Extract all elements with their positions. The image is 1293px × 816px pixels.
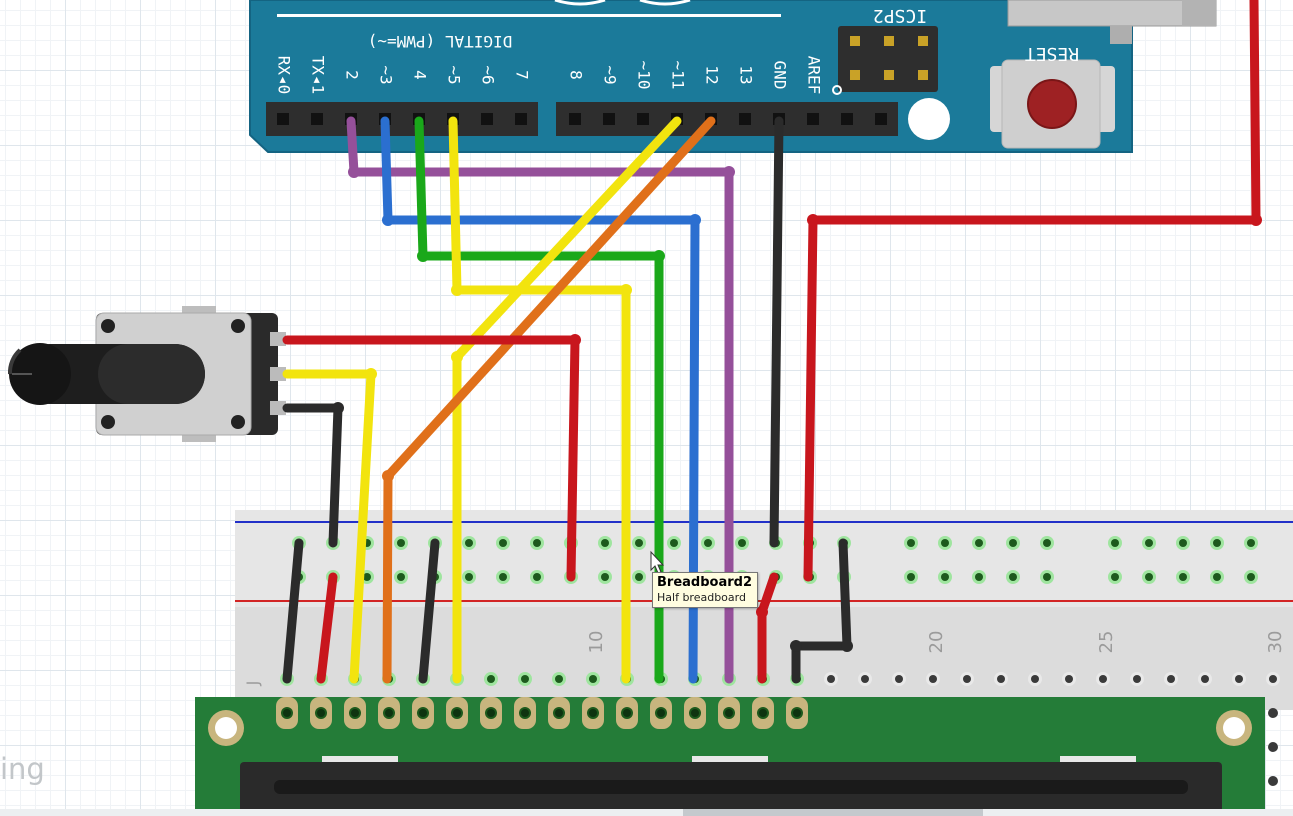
wires[interactable]: [282, 0, 1262, 684]
wire[interactable]: [380, 116, 700, 684]
pin-label: 8: [567, 70, 586, 80]
icsp-label: ICSP2: [873, 5, 927, 26]
arduino-board[interactable]: RESET ICSP2 DIGITAL (PWM=~) RX◂0 TX◂1 2 ~3 4…: [249, 0, 1217, 153]
wire[interactable]: [803, 0, 1261, 582]
row-label-j: J: [243, 681, 262, 687]
reset-label: RESET: [1025, 43, 1079, 64]
col-label-30: 30: [1265, 631, 1286, 654]
potentiometer[interactable]: [7, 306, 286, 442]
tooltip-subtitle: Half breadboard: [657, 591, 746, 604]
lcd-module[interactable]: [195, 697, 1265, 816]
pin-label: ~3: [377, 65, 396, 84]
breadboard-tooltip: Breadboard2 Half breadboard: [652, 572, 758, 608]
pin-label: ~10: [635, 61, 654, 90]
wire[interactable]: [418, 538, 440, 684]
wire[interactable]: [448, 116, 631, 684]
tooltip-title: Breadboard2: [657, 575, 752, 590]
pin-label: 12: [703, 65, 722, 84]
header-pin[interactable]: [277, 113, 289, 125]
pin-label: GND: [771, 61, 790, 90]
pin-label: ~5: [445, 65, 464, 84]
header-pin[interactable]: [515, 113, 527, 125]
col-label-10: 10: [586, 631, 607, 654]
pin-label: ~9: [601, 65, 620, 84]
header-pin[interactable]: [807, 113, 819, 125]
digital-label: DIGITAL (PWM=~): [368, 32, 513, 51]
header-pin[interactable]: [481, 113, 493, 125]
wire[interactable]: [769, 116, 784, 548]
header-pin[interactable]: [569, 113, 581, 125]
pin-label: 4: [411, 70, 430, 80]
header-pin[interactable]: [739, 113, 751, 125]
pin-label: 13: [737, 65, 756, 84]
reset-button[interactable]: [990, 59, 1115, 149]
wire[interactable]: [346, 116, 734, 684]
col-label-25: 25: [1096, 631, 1117, 654]
pin-label: TX◂1: [309, 56, 328, 95]
horizontal-scrollbar[interactable]: [0, 809, 1293, 816]
header-pin[interactable]: [603, 113, 615, 125]
pin-label: AREF: [805, 56, 824, 95]
header-pin[interactable]: [841, 113, 853, 125]
wire[interactable]: [282, 538, 304, 684]
wire[interactable]: [316, 572, 338, 684]
header-pin[interactable]: [875, 113, 887, 125]
col-label-20: 20: [926, 631, 947, 654]
header-pin[interactable]: [637, 113, 649, 125]
horizontal-scrollbar-thumb[interactable]: [683, 809, 983, 816]
pin-label: ~11: [669, 61, 688, 90]
pin-label: RX◂0: [275, 56, 294, 95]
wire[interactable]: [791, 538, 852, 684]
wire[interactable]: [414, 116, 664, 684]
pin-label: ~6: [479, 65, 498, 84]
app-watermark: ing: [0, 752, 45, 786]
pin-label: 2: [343, 70, 362, 80]
header-pin[interactable]: [311, 113, 323, 125]
pin-labels: RX◂0 TX◂1 2 ~3 4 ~5 ~6 7 8 ~9 ~10 ~11 12 13 GND AREF: [275, 56, 824, 95]
pin-label: 7: [513, 70, 532, 80]
